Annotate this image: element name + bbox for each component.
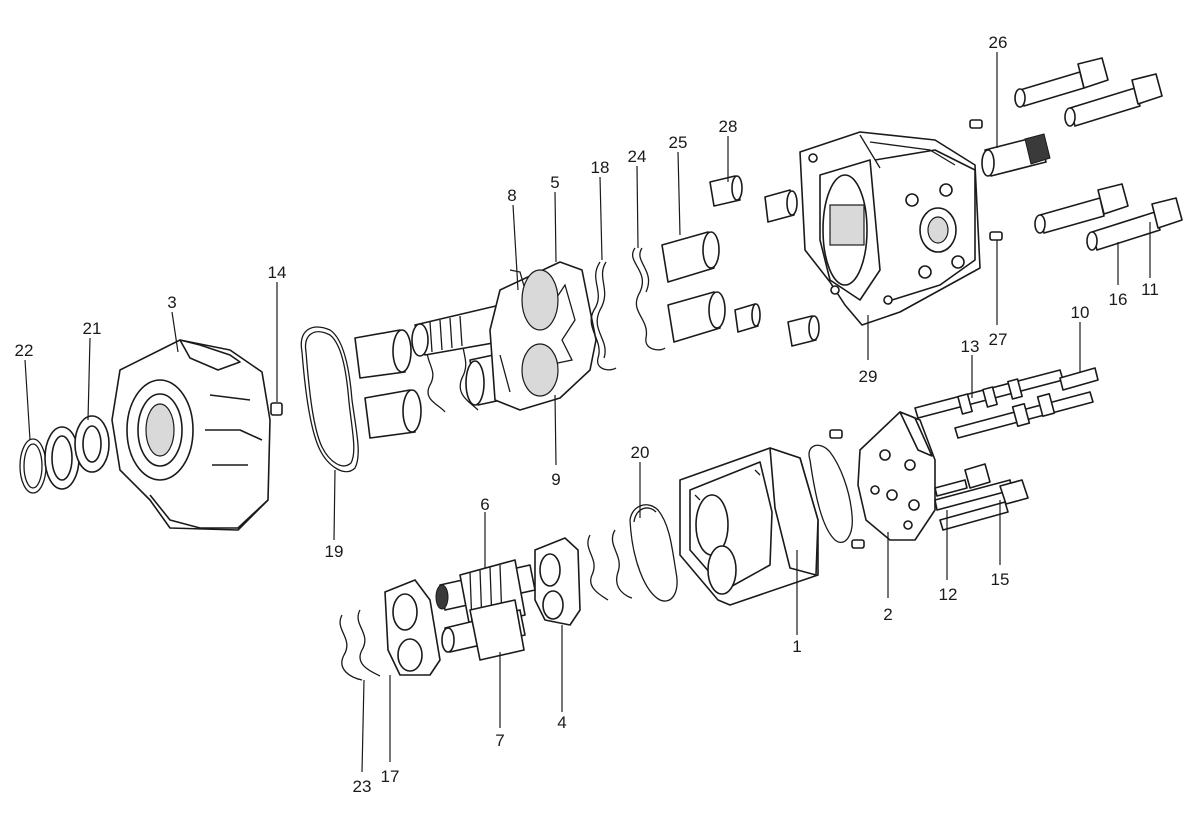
part-22-retaining-ring: [19, 438, 47, 494]
part-18-seal-clip: [590, 261, 617, 371]
part-19-o-ring: [300, 326, 359, 473]
label-21: 21: [83, 319, 102, 338]
label-18: 18: [591, 158, 610, 177]
label-2: 2: [883, 605, 892, 624]
part-24-seal-clip: [632, 247, 666, 351]
part-10-stud: [1059, 367, 1099, 391]
part-21-seal-ring: [44, 415, 110, 490]
label-23: 23: [353, 777, 372, 796]
label-15: 15: [991, 570, 1010, 589]
label-26: 26: [989, 33, 1008, 52]
part-29-rear-cover: [799, 131, 981, 326]
part-23-seal-clip: [339, 614, 363, 681]
label-28: 28: [719, 117, 738, 136]
label-13: 13: [961, 337, 980, 356]
label-9: 9: [551, 470, 560, 489]
label-29: 29: [859, 367, 878, 386]
part-25-bushings: [661, 231, 726, 343]
label-6: 6: [480, 495, 489, 514]
bearing-block-left: [384, 579, 441, 676]
part-labels: 22 21 3 14 19 8 5 18 24 25 28 9 26 27 29…: [15, 33, 1159, 796]
part-5-thrust-plate: [489, 261, 597, 411]
part-13-studs: [914, 369, 1094, 439]
label-22: 22: [15, 341, 34, 360]
label-1: 1: [792, 637, 801, 656]
label-12: 12: [939, 585, 958, 604]
label-8: 8: [507, 186, 516, 205]
part-14-pin: [270, 402, 283, 416]
bushing-pair-left: [354, 329, 422, 439]
label-27: 27: [989, 330, 1008, 349]
part-28-bushing: [709, 175, 743, 207]
label-16: 16: [1109, 290, 1128, 309]
part-8-drive-shaft: [411, 304, 511, 357]
part-15-bolt: [939, 479, 1029, 531]
part-1-pump-body: [679, 447, 819, 606]
label-17: 17: [381, 767, 400, 786]
part-26-splined-shaft: [981, 133, 1051, 177]
part-17-seal-clip: [357, 609, 381, 677]
label-5: 5: [550, 173, 559, 192]
part-7-driven-gear: [441, 599, 526, 661]
part-27-pins: [969, 119, 1003, 241]
label-3: 3: [167, 293, 176, 312]
label-10: 10: [1071, 303, 1090, 322]
label-25: 25: [669, 133, 688, 152]
part-11-bolt: [1086, 197, 1183, 251]
part-20-o-ring: [629, 504, 678, 602]
part-2-end-plate: [829, 411, 936, 549]
label-7: 7: [495, 731, 504, 750]
bolts-top: [1014, 57, 1163, 127]
small-bushings-center: [734, 189, 820, 347]
seal-clips-lower: [587, 529, 633, 601]
label-4: 4: [557, 713, 566, 732]
part-16-bolt: [1034, 183, 1129, 234]
leader-lines: [24, 52, 1151, 773]
part-12-bolt: [934, 463, 1013, 511]
label-19: 19: [325, 542, 344, 561]
o-ring-behind-plate: [808, 444, 853, 543]
label-20: 20: [631, 443, 650, 462]
label-14: 14: [268, 263, 287, 282]
part-3-front-flange: [111, 339, 271, 531]
label-11: 11: [1141, 280, 1159, 299]
label-24: 24: [628, 147, 647, 166]
part-4-bearing-block: [534, 537, 581, 626]
